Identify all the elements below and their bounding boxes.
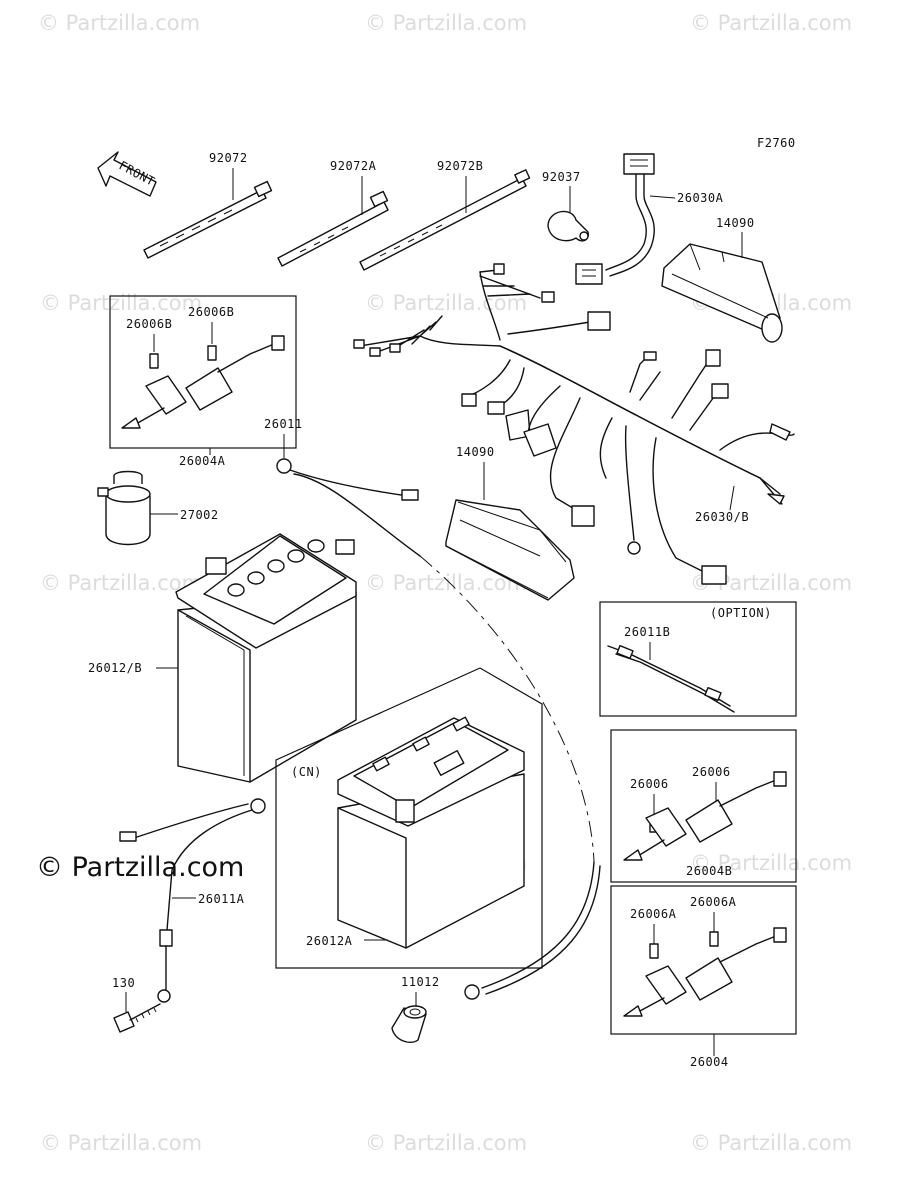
lead-26011a <box>119 798 266 1003</box>
fuse-holder-26004b <box>623 771 787 861</box>
watermark: © Partzilla.com <box>690 851 852 875</box>
fuse-holder-26004a <box>121 335 285 429</box>
cable-tie-92072 <box>143 180 273 259</box>
watermark: © Partzilla.com <box>38 11 200 35</box>
group-box-26004b <box>610 729 797 883</box>
routing-dashed-line <box>419 555 595 863</box>
leader-line <box>649 195 676 199</box>
part-label: 26030/B <box>695 510 749 524</box>
watermark: © Partzilla.com <box>40 291 202 315</box>
part-label: 14090 <box>456 445 495 459</box>
part-label: 26011A <box>198 892 245 906</box>
part-label: 26004B <box>686 864 732 878</box>
watermark: © Partzilla.com <box>690 1131 852 1155</box>
lead-26030a <box>575 153 655 285</box>
part-label: 26006A <box>690 895 737 909</box>
watermark: © Partzilla.com <box>365 1131 527 1155</box>
part-label: 11012 <box>401 975 440 989</box>
group-box-cn <box>275 667 543 969</box>
cover-14090-top <box>661 243 783 343</box>
group-box-option <box>599 601 797 717</box>
battery-26012b <box>175 533 357 783</box>
group-label-cn: (CN) <box>291 765 322 779</box>
group-box-26004a <box>109 295 297 449</box>
watermark: © Partzilla.com <box>40 571 202 595</box>
part-label: 92037 <box>542 170 581 184</box>
watermark: © Partzilla.com <box>690 11 852 35</box>
relay-27002 <box>97 470 151 546</box>
part-label: 92072B <box>437 159 483 173</box>
part-label: 26006B <box>188 305 234 319</box>
bolt-130 <box>113 1003 161 1033</box>
cover-14090-middle <box>445 499 575 601</box>
main-wire-harness-26030b <box>353 263 795 585</box>
part-label: 92072A <box>330 159 377 173</box>
watermark: © Partzilla.com <box>40 1131 202 1155</box>
part-label: 26006B <box>126 317 172 331</box>
fuse-holder-26004 <box>623 927 787 1017</box>
group-box-26004 <box>610 885 797 1035</box>
figure-code: F2760 <box>757 136 796 150</box>
cable-tie-92072a <box>277 190 389 267</box>
part-label: 26006 <box>630 777 669 791</box>
battery-26012a <box>337 716 525 949</box>
group-label-option: (OPTION) <box>710 606 772 620</box>
part-label: 26012A <box>306 934 353 948</box>
part-label: 26011 <box>264 417 303 431</box>
leader-line <box>729 485 735 511</box>
part-label: 26011B <box>624 625 670 639</box>
cable-tie-92072b <box>359 169 531 271</box>
watermark: © Partzilla.com <box>365 11 527 35</box>
lead-26011b <box>607 644 735 713</box>
main-watermark: © Partzilla.com <box>36 852 244 883</box>
part-label: 26006A <box>630 907 677 921</box>
part-label: 26004A <box>179 454 226 468</box>
part-label: 26030A <box>677 191 724 205</box>
leader-line <box>653 912 715 944</box>
part-label: 14090 <box>716 216 755 230</box>
part-label: 26004 <box>690 1055 729 1069</box>
part-label: 130 <box>112 976 135 990</box>
part-label: 26012/B <box>88 661 142 675</box>
part-label: 92072 <box>209 151 248 165</box>
part-label: 26006 <box>692 765 731 779</box>
lead-to-cap <box>464 861 601 1000</box>
clamp-92037 <box>547 210 590 242</box>
lead-26011 <box>276 458 421 557</box>
leader-line <box>153 322 213 352</box>
part-label: 27002 <box>180 508 219 522</box>
front-arrow: FRONT <box>97 151 157 197</box>
cap-11012 <box>391 1005 427 1044</box>
